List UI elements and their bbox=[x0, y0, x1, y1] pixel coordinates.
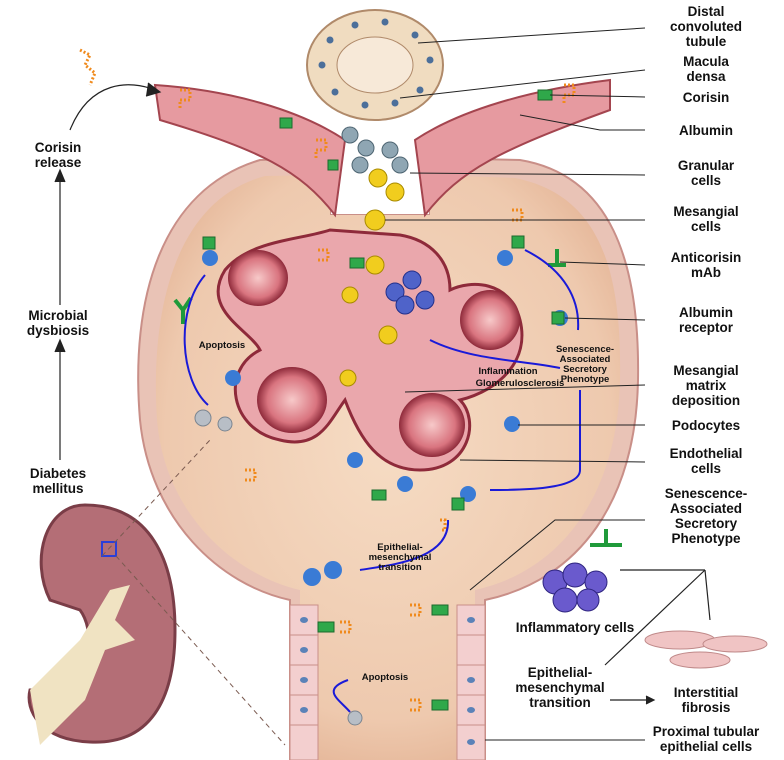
label-corisin: Corisin bbox=[683, 90, 730, 105]
anticorisin-antibody-icons bbox=[173, 249, 622, 547]
outcome-arrows bbox=[604, 569, 711, 705]
emt-cells bbox=[303, 561, 342, 586]
apoptotic-cells bbox=[194, 409, 363, 726]
label-inflammation: Inflammation bbox=[478, 366, 537, 377]
kidney-inset bbox=[27, 439, 286, 746]
inner-labels: Apoptosis Apoptosis Senescence-Associate… bbox=[199, 340, 614, 683]
mesangial-cells-extraglomerular bbox=[364, 168, 405, 231]
label-albumin: Albumin bbox=[679, 123, 733, 138]
pathway-arrows bbox=[183, 249, 581, 713]
zoom-region-box bbox=[101, 541, 117, 557]
granular-cells bbox=[341, 126, 409, 174]
inflammatory-cells-glomerular bbox=[385, 270, 435, 315]
label-inflammatory-cells: Inflammatory cells bbox=[516, 620, 635, 635]
fibroblasts bbox=[644, 630, 768, 669]
label-apoptosis-glomerular: Apoptosis bbox=[199, 340, 245, 351]
arterioles bbox=[153, 78, 611, 218]
albumin-receptors bbox=[202, 89, 565, 711]
left-flow-arrows bbox=[54, 82, 162, 460]
inflammatory-cells-cluster bbox=[542, 562, 608, 613]
label-apoptosis-tubular: Apoptosis bbox=[362, 672, 408, 683]
glomerular-tuft bbox=[216, 228, 524, 472]
label-glomerulosclerosis: Glomerulosclerosis bbox=[476, 378, 565, 389]
label-podocytes: Podocytes bbox=[672, 418, 740, 433]
distal-tubule bbox=[306, 9, 444, 121]
leader-lines bbox=[385, 27, 646, 741]
